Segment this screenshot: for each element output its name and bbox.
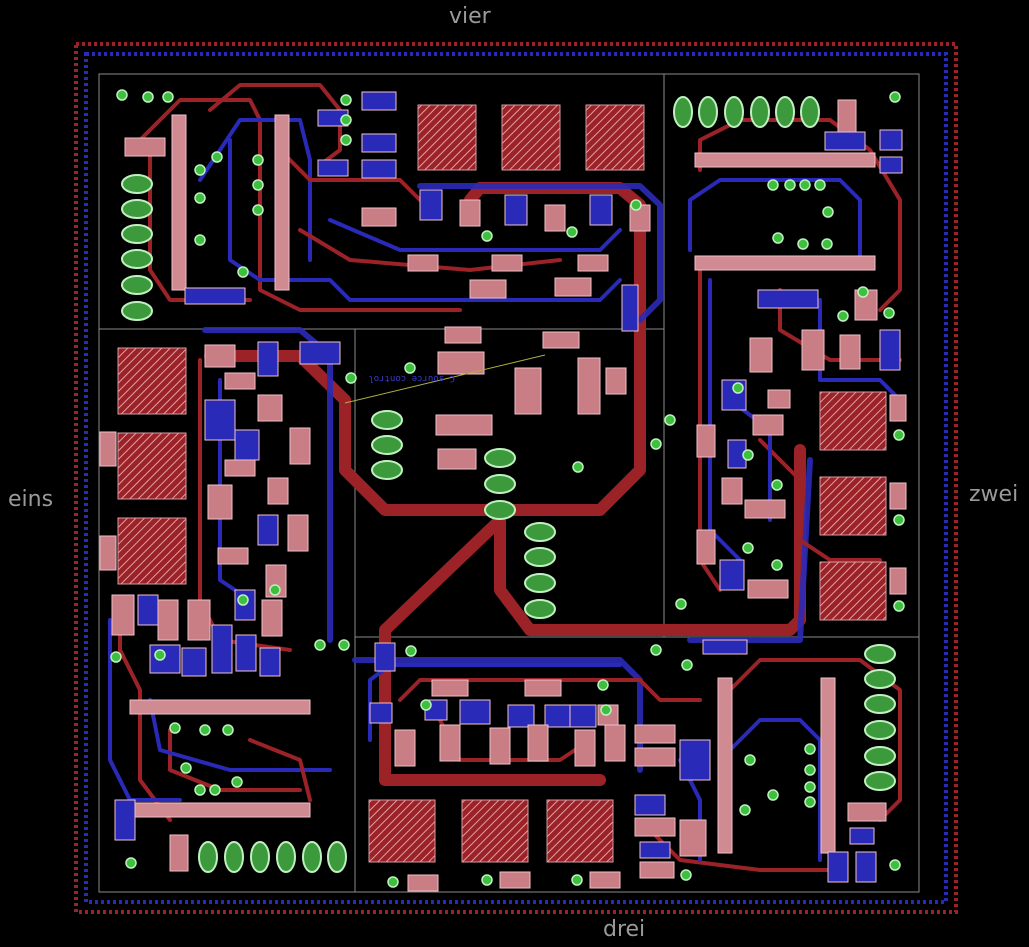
power-components (117, 104, 887, 863)
side-label-left: eins (8, 487, 54, 512)
vias (110, 89, 905, 888)
ic-pin-rows (129, 114, 876, 854)
side-label-top: vier (449, 4, 491, 29)
silk-text: C source control (368, 373, 455, 383)
side-label-bottom: drei (603, 917, 646, 942)
via-fence-outer (74, 42, 958, 914)
via-fence-inner (84, 52, 948, 904)
connector-headers (121, 96, 896, 873)
side-label-right: zwei (969, 482, 1019, 507)
silk-line (344, 354, 546, 404)
board-outline (98, 73, 920, 893)
smd-components (99, 91, 907, 892)
